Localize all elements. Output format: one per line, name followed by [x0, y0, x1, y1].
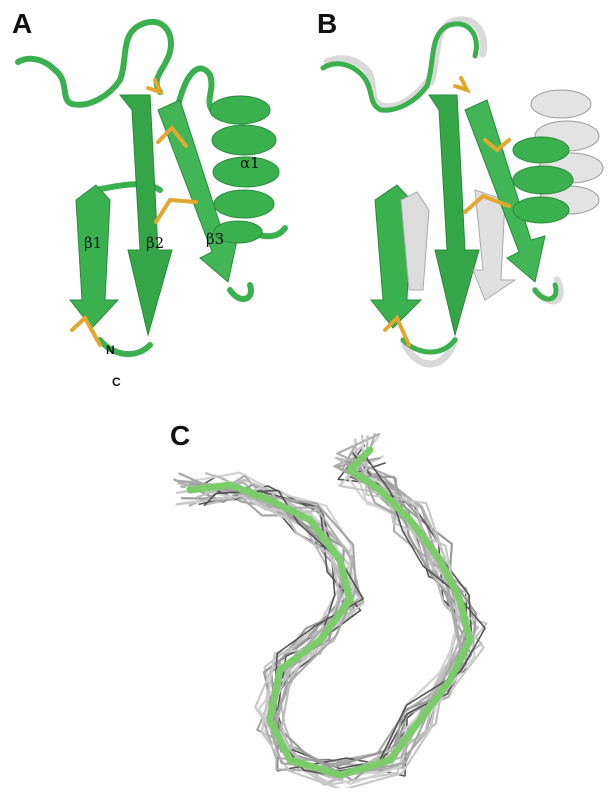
panel-a-structure: α1 β1 β2 β3 N C [0, 0, 300, 400]
c-terminus-label: C [112, 375, 121, 389]
b-strand-2 [429, 95, 479, 335]
beta1-strand [70, 185, 118, 328]
beta3-label: β3 [206, 230, 224, 248]
panel-c-ensemble [150, 410, 520, 788]
panel-a-letter: A [12, 8, 32, 40]
beta1-label: β1 [84, 234, 102, 252]
b-helix-green [513, 137, 573, 223]
panel-b-letter: B [317, 8, 337, 40]
panel-c-letter: C [170, 420, 190, 452]
n-terminus-label: N [106, 343, 115, 357]
panel-a: A α1 β1 β2 [0, 0, 300, 400]
alpha1-label: α1 [240, 154, 260, 172]
panel-b: B [305, 0, 611, 400]
panel-c: C [150, 410, 520, 788]
beta2-strand [120, 95, 172, 335]
panel-b-superposition [305, 0, 611, 400]
beta2-label: β2 [146, 234, 164, 252]
